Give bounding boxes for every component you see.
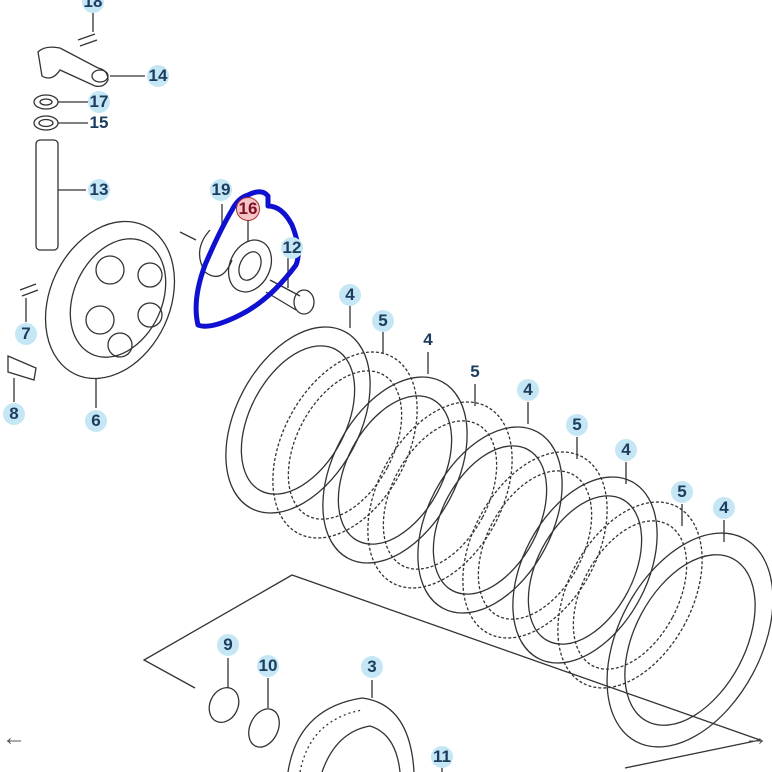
callout-6[interactable]: 6 xyxy=(85,410,107,432)
clutch-plates xyxy=(225,306,772,748)
clutch-plate-steel xyxy=(557,501,703,689)
callout-4[interactable]: 4 xyxy=(615,439,637,461)
callout-4[interactable]: 4 xyxy=(339,284,361,306)
friction-plate xyxy=(512,462,658,664)
callout-14[interactable]: 14 xyxy=(147,65,169,87)
callout-12[interactable]: 12 xyxy=(281,237,303,259)
callout-4[interactable]: 4 xyxy=(517,379,539,401)
next-arrow-icon[interactable]: → xyxy=(744,724,768,751)
callout-4[interactable]: 4 xyxy=(713,497,735,519)
callout-3[interactable]: 3 xyxy=(361,656,383,678)
callout-4[interactable]: 4 xyxy=(423,330,433,349)
callout-5[interactable]: 5 xyxy=(470,362,480,381)
callout-10[interactable]: 10 xyxy=(257,655,279,677)
callout-19[interactable]: 19 xyxy=(210,179,232,201)
callout-16[interactable]: 16 xyxy=(236,197,260,221)
callout-5[interactable]: 5 xyxy=(671,481,693,503)
callout-7[interactable]: 7 xyxy=(15,323,37,345)
clutch-plate-steel xyxy=(462,437,608,639)
callout-5[interactable]: 5 xyxy=(372,310,394,332)
friction-plate xyxy=(225,306,371,514)
prev-arrow-icon[interactable]: ← xyxy=(2,724,26,751)
clutch-plate-steel xyxy=(272,332,418,539)
callout-5[interactable]: 5 xyxy=(566,414,588,436)
pressure-plate xyxy=(7,220,176,408)
friction-plate xyxy=(417,402,563,614)
callout-9[interactable]: 9 xyxy=(217,634,239,656)
bearing-group xyxy=(179,204,315,315)
callout-11[interactable]: 11 xyxy=(431,746,453,768)
highlight-circle xyxy=(193,189,301,329)
callout-15[interactable]: 15 xyxy=(89,113,109,132)
callout-17[interactable]: 17 xyxy=(88,91,110,113)
callout-8[interactable]: 8 xyxy=(3,403,25,425)
arm-part xyxy=(33,10,145,131)
clutch-plate-steel xyxy=(367,384,513,589)
friction-plate xyxy=(606,520,772,748)
callout-18[interactable]: 18 xyxy=(82,0,104,13)
callout-13[interactable]: 13 xyxy=(88,179,110,201)
friction-plate xyxy=(322,352,468,564)
clutch-gear xyxy=(287,697,415,772)
shaft-part xyxy=(35,139,86,251)
hub-group xyxy=(142,574,761,772)
